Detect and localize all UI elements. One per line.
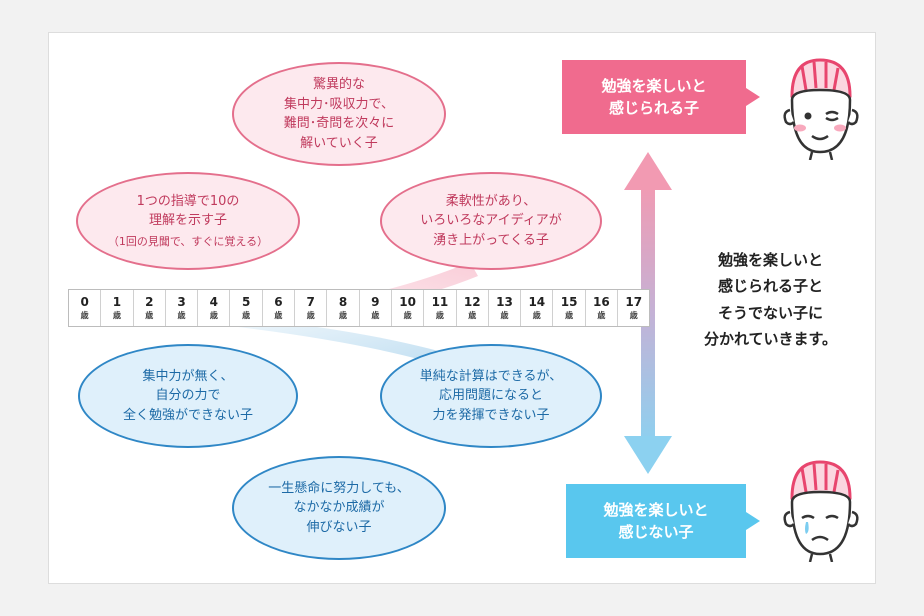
- bubble-line: 一生懸命に努力しても、: [268, 480, 410, 496]
- pink-bubble-top: 驚異的な 集中力･吸収力で、 難問･奇問を次々に 解いていく子: [232, 62, 446, 166]
- age-unit: 歳: [209, 311, 218, 320]
- bubble-line: 湧き上がってくる子: [433, 232, 549, 248]
- age-number: 12: [463, 295, 481, 309]
- summary-line: 勉強を楽しいと: [717, 251, 823, 269]
- age-unit: 歳: [371, 311, 380, 320]
- age-number: 10: [399, 295, 416, 309]
- age-unit: 歳: [80, 311, 89, 320]
- age-number: 2: [145, 295, 154, 309]
- age-cell: 16 歳: [586, 290, 619, 326]
- label-line: 感じられる子: [608, 99, 699, 117]
- bubble-line: 応用問題になると: [438, 388, 543, 404]
- bubble-line: 柔軟性があり、: [445, 193, 537, 209]
- bubble-line: 自分の力で: [155, 388, 221, 404]
- age-number: 14: [528, 295, 546, 309]
- age-number: 7: [306, 295, 315, 309]
- summary-line: 感じられる子と: [717, 277, 823, 296]
- age-unit: 歳: [629, 311, 638, 320]
- bubble-line: 解いていく子: [300, 135, 378, 151]
- summary-line: 分かれていきます。: [703, 329, 838, 348]
- age-cell: 15 歳: [553, 290, 586, 326]
- sad-face-icon: [783, 460, 859, 562]
- blue-bubble-left: 集中力が無く、 自分の力で 全く勉強ができない子: [78, 344, 298, 448]
- bubble-line: 伸びない子: [306, 519, 372, 535]
- age-number: 17: [625, 295, 643, 309]
- bubble-line: 1つの指導で10の: [136, 193, 240, 209]
- bubble-line: 集中力･吸収力で、: [284, 96, 394, 112]
- age-number: 1: [112, 295, 122, 309]
- bubble-line: いろいろなアイディアが: [420, 213, 562, 229]
- summary-text: 勉強を楽しいと 感じられる子と そうでない子に 分かれていきます。: [673, 247, 868, 352]
- bubble-note: （1回の見聞で、すぐに覚える）: [107, 234, 269, 248]
- bubble-line: 単純な計算はできるが、: [419, 368, 563, 384]
- label-line: 勉強を楽しいと: [603, 500, 709, 519]
- bubble-line: 難問･奇問を次々に: [283, 116, 395, 131]
- age-number: 5: [241, 295, 251, 309]
- summary-line: そうでない子に: [717, 303, 823, 322]
- bubble-line: 驚異的な: [312, 77, 365, 92]
- age-unit: 歳: [242, 311, 251, 320]
- age-number: 4: [209, 295, 219, 309]
- blue-bubble-bottom: 一生懸命に努力しても、 なかなか成績が 伸びない子: [232, 456, 446, 560]
- happy-face-icon: [783, 58, 859, 160]
- age-unit: 歳: [274, 311, 283, 320]
- age-unit: 歳: [597, 311, 606, 320]
- age-number: 13: [496, 295, 513, 309]
- age-unit: 歳: [532, 311, 541, 320]
- age-number: 11: [431, 295, 449, 309]
- age-cell: 14 歳: [521, 290, 554, 326]
- age-unit: 歳: [306, 311, 315, 320]
- bubble-line: 理解を示す子: [148, 213, 227, 229]
- age-number: 15: [560, 295, 578, 309]
- label-line: 勉強を楽しいと: [601, 76, 707, 95]
- age-cell: 11 歳: [424, 290, 457, 326]
- blue-divergence-band: [230, 318, 470, 372]
- age-unit: 歳: [468, 311, 477, 320]
- bubble-line: 集中力が無く、: [142, 368, 234, 384]
- label-line: 感じない子: [618, 523, 694, 541]
- age-unit: 歳: [177, 311, 186, 320]
- age-unit: 歳: [565, 311, 574, 320]
- age-unit: 歳: [112, 311, 121, 320]
- blue-bubble-right: 単純な計算はできるが、 応用問題になると 力を発揮できない子: [380, 344, 602, 448]
- pink-bubble-right: 柔軟性があり、 いろいろなアイディアが 湧き上がってくる子: [380, 172, 602, 270]
- bubble-line: 全く勉強ができない子: [122, 407, 253, 423]
- age-number: 8: [338, 295, 348, 309]
- age-cell: 12 歳: [457, 290, 489, 326]
- age-unit: 歳: [145, 311, 154, 320]
- age-unit: 歳: [403, 311, 412, 320]
- bubble-line: なかなか成績が: [293, 500, 385, 516]
- happy-child-label: 勉強を楽しいと 感じられる子: [562, 60, 760, 134]
- age-cell: 17 歳: [618, 290, 649, 326]
- age-number: 0: [80, 295, 89, 309]
- age-unit: 歳: [500, 311, 509, 320]
- age-number: 6: [274, 295, 283, 309]
- age-number: 3: [177, 295, 186, 309]
- age-number: 16: [593, 295, 610, 309]
- age-unit: 歳: [339, 311, 348, 320]
- age-cell: 13 歳: [489, 290, 522, 326]
- age-number: 9: [371, 295, 380, 309]
- bubble-line: 力を発揮できない子: [432, 407, 550, 423]
- age-cell: 10 歳: [392, 290, 425, 326]
- pink-bubble-left: 1つの指導で10の 理解を示す子 （1回の見聞で、すぐに覚える）: [76, 172, 300, 270]
- age-unit: 歳: [435, 311, 444, 320]
- unhappy-child-label: 勉強を楽しいと 感じない子: [566, 484, 760, 558]
